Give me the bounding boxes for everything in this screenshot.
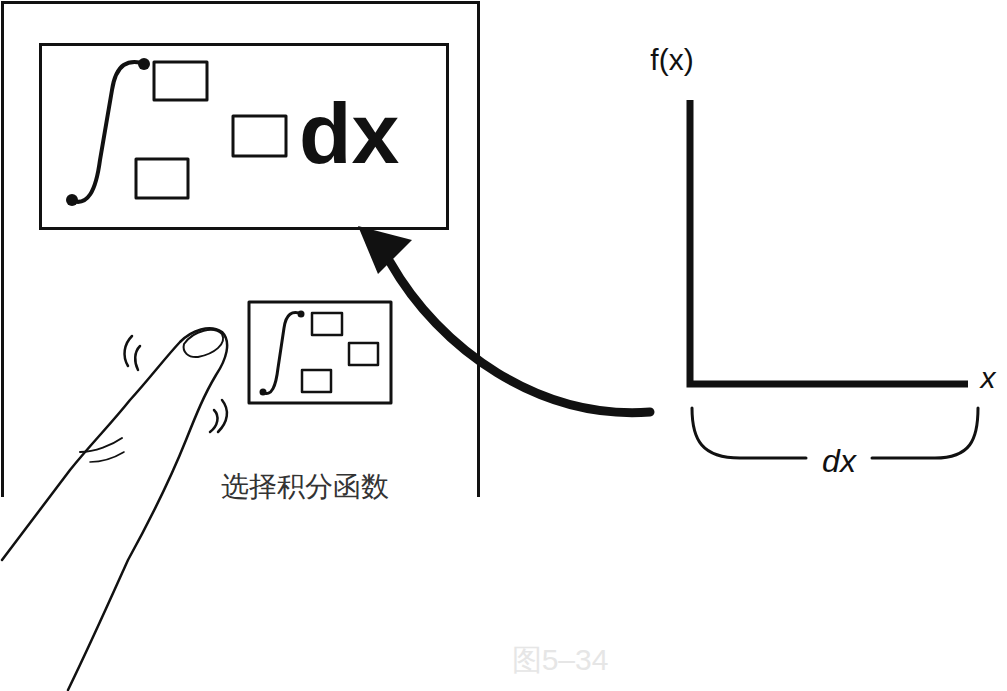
finger-nail (184, 330, 223, 357)
drawing (2, 58, 978, 690)
function-slot (233, 116, 286, 156)
motion-mark (218, 400, 227, 432)
button-caption: 选择积分函数 (221, 473, 389, 501)
figure-number: 图5–34 (512, 645, 609, 675)
function-slot (349, 343, 378, 365)
integral-symbol (262, 313, 302, 394)
integral-dot (298, 311, 305, 318)
integral-dot (66, 194, 78, 206)
integral-dot (138, 58, 150, 70)
limit-slot (312, 313, 342, 335)
axis-label: f(x) (650, 45, 693, 75)
axis-label: x (981, 363, 996, 393)
knuckle-line (80, 438, 122, 452)
integral-button (249, 302, 391, 403)
motion-mark (210, 410, 217, 432)
bracket (692, 408, 806, 458)
limit-slot (302, 370, 331, 392)
differential: dx (299, 90, 399, 176)
finger (2, 328, 227, 690)
axes (690, 100, 968, 384)
limit-slot (136, 159, 188, 198)
curved-arrow (390, 262, 650, 413)
motion-mark (135, 346, 140, 370)
bracket (872, 408, 978, 458)
screen-frame: 选择积分函数dx (1, 1, 480, 497)
motion-mark (125, 336, 132, 366)
integral-dot (260, 389, 267, 396)
knuckle-line (90, 452, 124, 462)
interval-label: dx (822, 445, 856, 477)
arrow-head (358, 226, 412, 274)
integral-display: dx (39, 43, 449, 230)
limit-slot (154, 62, 207, 100)
